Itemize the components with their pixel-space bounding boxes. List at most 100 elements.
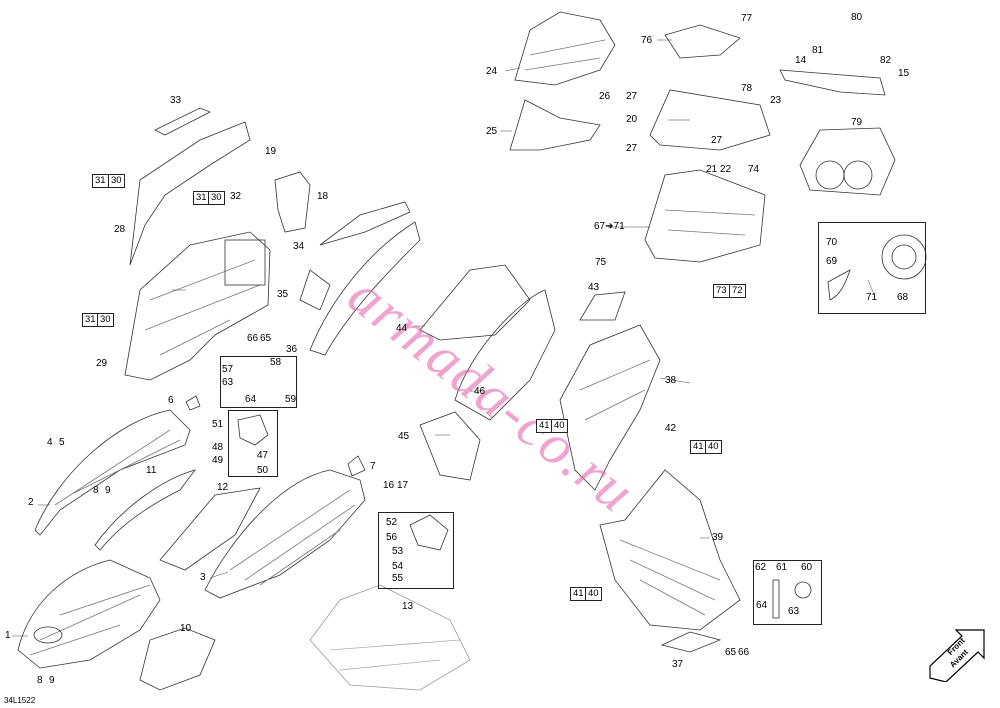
callout-73: 73: [713, 284, 730, 298]
callout-27a: 27: [626, 91, 638, 102]
callout-69: 69: [826, 256, 838, 267]
detail-box-52-56: [378, 512, 454, 589]
drawing-reference: 34L1522: [4, 696, 36, 705]
callout-40a: 40: [551, 419, 568, 433]
callout-7: 7: [370, 461, 376, 472]
callout-30c: 30: [97, 313, 114, 327]
detail-box-60-64: [753, 560, 822, 625]
callout-40c: 40: [585, 587, 602, 601]
callout-24: 24: [486, 66, 498, 77]
callout-37: 37: [672, 659, 684, 670]
part-43-shape: [579, 291, 626, 321]
callout-61: 61: [776, 562, 788, 573]
callout-77: 77: [741, 13, 753, 24]
callout-44: 44: [396, 323, 408, 334]
detail-box-47-51: [228, 410, 278, 477]
callout-8b: 8: [37, 675, 43, 686]
part-20-shape: [649, 89, 771, 151]
callout-53: 53: [392, 546, 404, 557]
part-14-shape: [779, 69, 886, 96]
part-35-shape: [299, 269, 331, 311]
callout-46: 46: [474, 386, 486, 397]
callout-80: 80: [851, 12, 863, 23]
part-36-shape: [309, 221, 421, 356]
callout-31a: 31: [92, 174, 109, 188]
callout-34: 34: [293, 241, 305, 252]
callout-1: 1: [5, 630, 11, 641]
part-44-shape: [419, 264, 531, 341]
callout-6: 6: [168, 395, 174, 406]
callout-71: 71: [866, 292, 878, 303]
front-direction-badge: Front Avant: [926, 628, 988, 683]
callout-33: 33: [170, 95, 182, 106]
part-11-shape: [94, 469, 197, 551]
callout-74: 74: [748, 164, 760, 175]
callout-55: 55: [392, 573, 404, 584]
callout-63b: 63: [788, 606, 800, 617]
callout-5: 5: [59, 437, 65, 448]
arrow-icon: [929, 629, 985, 683]
callout-43: 43: [588, 282, 600, 293]
detail-box-57-59: [220, 356, 297, 408]
callout-68: 68: [897, 292, 909, 303]
part-6-shape: [185, 395, 201, 411]
part-18-shape: [274, 171, 311, 233]
callout-47: 47: [257, 450, 269, 461]
callout-82: 82: [880, 55, 892, 66]
part-24-shape: [514, 11, 616, 86]
callout-9b: 9: [49, 675, 55, 686]
part-3-shape: [204, 469, 366, 599]
callout-75: 75: [595, 257, 607, 268]
part-25-shape: [509, 99, 601, 151]
callout-27b: 27: [626, 143, 638, 154]
callout-20: 20: [626, 114, 638, 125]
part-39-shape: [599, 469, 741, 631]
callout-30a: 30: [108, 174, 125, 188]
callout-52: 52: [386, 517, 398, 528]
callout-79: 79: [851, 117, 863, 128]
part-38-shape: [559, 324, 661, 491]
callout-12: 12: [217, 482, 229, 493]
part-1-shape: [17, 559, 161, 669]
callout-39: 39: [712, 532, 724, 543]
part-10-shape: [139, 627, 216, 691]
callout-70: 70: [826, 237, 838, 248]
callout-25: 25: [486, 126, 498, 137]
callout-72: 72: [729, 284, 746, 298]
callout-18: 18: [317, 191, 329, 202]
callout-41c: 41: [570, 587, 587, 601]
callout-8a: 8: [93, 485, 99, 496]
callout-62: 62: [755, 562, 767, 573]
callout-40b: 40: [705, 440, 722, 454]
callout-60: 60: [801, 562, 813, 573]
callout-45: 45: [398, 431, 410, 442]
part-37-shape: [660, 631, 722, 653]
callout-14: 14: [795, 55, 807, 66]
callout-26: 26: [599, 91, 611, 102]
part-29-shape: [124, 231, 271, 381]
callout-51: 51: [212, 419, 224, 430]
callout-22: 22: [720, 164, 732, 175]
part-67-shape: [644, 169, 766, 263]
callout-56: 56: [386, 532, 398, 543]
callout-11: 11: [146, 465, 157, 476]
part-46-shape: [454, 289, 556, 421]
callout-4: 4: [47, 437, 53, 448]
callout-66b: 66: [738, 647, 750, 658]
callout-58: 58: [270, 357, 282, 368]
callout-9a: 9: [105, 485, 111, 496]
part-7-shape: [347, 455, 366, 477]
callout-64a: 64: [245, 394, 257, 405]
callout-48: 48: [212, 442, 224, 453]
callout-28: 28: [114, 224, 126, 235]
part-34-shape: [319, 201, 411, 246]
callout-65a: 65: [260, 333, 272, 344]
part-13-shape: [309, 584, 471, 691]
callout-3: 3: [200, 572, 206, 583]
callout-19: 19: [265, 146, 277, 157]
part-79-shape: [799, 127, 896, 196]
callout-35: 35: [277, 289, 289, 300]
callout-38: 38: [665, 375, 677, 386]
